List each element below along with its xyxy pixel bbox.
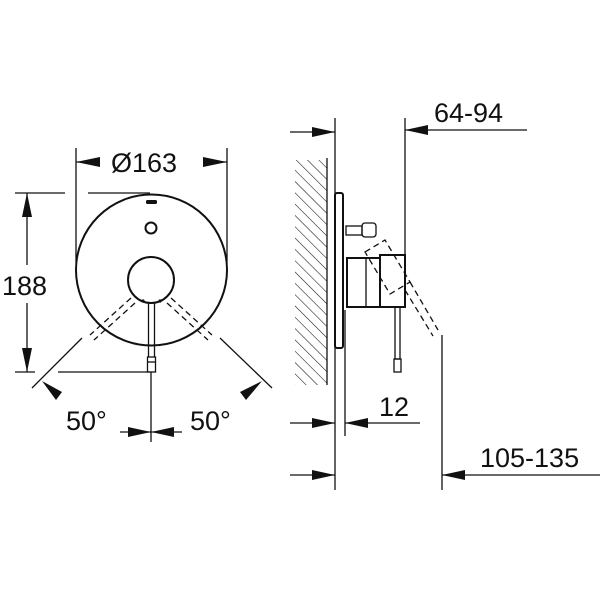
handle-head — [379, 254, 406, 308]
angle-left-label: 50° — [66, 406, 107, 436]
lever-tip — [393, 358, 402, 373]
diverter-stud — [345, 225, 363, 236]
front-view: Ø163 188 — [2, 148, 273, 442]
angle-arrow-left — [42, 381, 62, 400]
plate-offset-label: 12 — [379, 392, 409, 422]
handle-hub — [127, 256, 175, 304]
height-label: 188 — [2, 271, 47, 301]
cover-plate — [75, 193, 228, 347]
diameter-label: Ø163 — [111, 148, 177, 178]
plate-slot — [146, 200, 157, 204]
plate-side — [334, 192, 344, 349]
total-depth-label: 105-135 — [480, 443, 579, 473]
angle-right-label: 50° — [190, 406, 231, 436]
height-dimension: 188 — [2, 192, 150, 373]
angle-arrow-right — [240, 381, 262, 400]
diverter-button — [144, 221, 158, 235]
lever-rotated-side — [364, 239, 411, 295]
hub-dot — [141, 299, 145, 303]
wall-hatch — [295, 160, 327, 385]
diameter-dimension: Ø163 — [75, 148, 228, 262]
diverter-knob — [361, 222, 377, 238]
hub-dot — [158, 299, 162, 303]
lever-rotated-right — [166, 297, 273, 389]
lever — [146, 303, 157, 373]
projection-label: 64-94 — [434, 98, 503, 128]
handle-body — [346, 257, 381, 308]
lever-rotated-left — [31, 297, 136, 389]
side-view: 64-94 12 105-135 — [290, 98, 600, 490]
